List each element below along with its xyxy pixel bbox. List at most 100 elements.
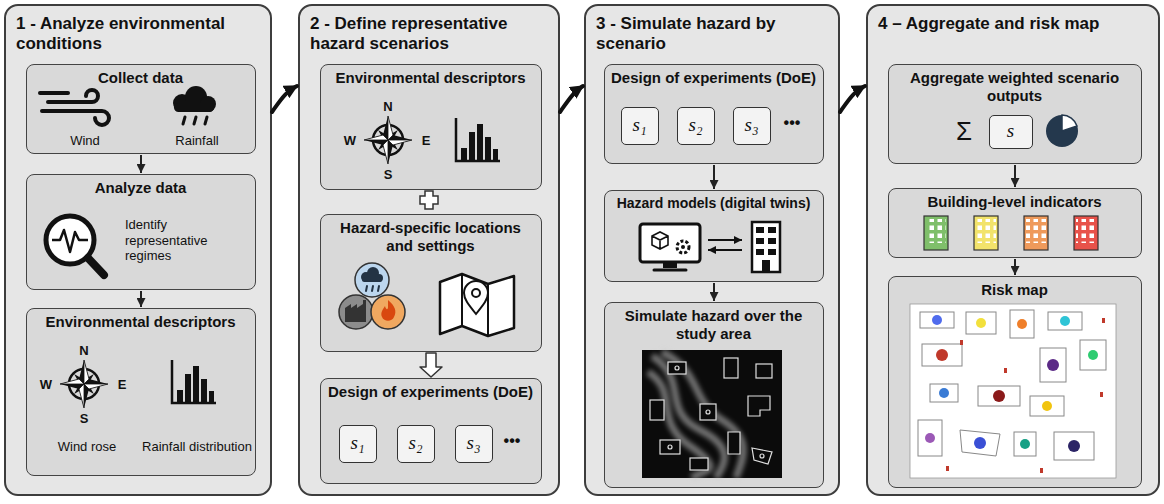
risk-map-image [1010,310,1034,338]
digital-twin-icon [756,227,764,233]
stage-panel: 2 - Define representative hazard scenari… [298,4,560,496]
risk-map-image [1100,392,1103,397]
scenario-box: s₂ [677,107,715,145]
compass-letter: E [422,134,431,147]
building-indicators [974,216,998,250]
hazard-icons [381,300,395,321]
hazard-icons [366,286,379,291]
flow-arrow [1014,259,1016,275]
simulation-image [648,372,710,478]
risk-map-image [1068,440,1080,452]
box-heading: Environmental descriptors [326,69,535,87]
weights-pie [1046,115,1078,147]
risk-map-image [1042,401,1052,411]
flow-arrow [140,291,142,307]
panel-title: 1 - Analyze environmental conditions [16,14,260,55]
digital-twin-icon [756,238,764,244]
risk-map-image [946,466,949,471]
building-indicators [1024,216,1048,250]
simulation-image [752,448,772,464]
flow-arrow [272,86,297,112]
scenario-label: s [990,120,1031,143]
flow-arrow [140,155,142,173]
flow-arrow [560,86,583,112]
risk-map-image [1088,350,1098,360]
map-icon [472,289,480,297]
simulation-image [724,358,738,378]
digital-twin-icon [752,222,780,272]
risk-map-image [1004,368,1007,373]
scenario-box: s₁ [339,425,377,463]
wind-icon [40,90,109,125]
wind-icon [42,111,109,125]
compass-letter: S [384,168,393,181]
simulation-image [756,364,772,378]
digital-twin-icon [652,232,668,249]
building-indicators [926,219,946,243]
simulation-image [748,396,770,416]
compass-letter: E [118,378,127,391]
risk-map-image [1080,340,1106,370]
map-icon [464,281,488,314]
digital-twin-icon [768,249,776,255]
map-icon [462,274,488,336]
risk-map-image [960,340,963,345]
digital-twin-icon [756,249,764,255]
building-indicators [1074,216,1098,250]
digital-twin-icon [768,227,776,233]
risk-map-image [918,420,942,456]
risk-map-image [993,390,1005,402]
hazard-icons [339,295,373,329]
digital-twin-icon [677,241,689,253]
risk-map-image [976,318,986,328]
box-heading: Aggregate weighted scenario outputs [894,69,1135,105]
simulation-image [668,445,672,449]
box-heading: Hazard-specific locations and settings [326,219,535,255]
risk-map-image [922,344,962,366]
box-heading: Hazard models (digital twins) [610,195,817,212]
scenario-label: s₂ [398,432,433,455]
compass-letter: W [344,134,356,147]
simulation-image [706,410,710,414]
box-heading: Simulate hazard over the study area [610,307,817,343]
magnifier-icon [52,230,88,252]
step-box: Design of experiments (DoE)s₁s₂s₃ [320,378,542,484]
icon-caption: Wind rose [37,439,137,455]
risk-map-image [978,386,1020,406]
weights-pie [1062,115,1077,131]
plus-sign [420,191,438,209]
wind-rose-icon [60,360,108,408]
map-icon [440,274,514,336]
building-indicators [924,216,1098,250]
icon-caption: Wind [45,133,125,149]
simulation-image [650,358,772,470]
digital-twin-icon [640,224,700,262]
icon-caption: Rainfall [155,133,239,149]
scenario-label: s₃ [734,114,769,137]
weights-pie [1046,115,1078,147]
step-box: Environmental descriptorsWind roseRainfa… [26,308,256,476]
box-note: Identify representative regimes [125,217,249,264]
risk-map-image [1102,318,1105,323]
rainfall-chart-icon [456,118,500,161]
box-heading: Building-level indicators [894,193,1135,211]
digital-twin-icon [681,245,685,249]
risk-map-image [1030,396,1064,416]
step-box: Design of experiments (DoE)s₁s₂s₃ [604,64,824,164]
risk-map-image [1040,348,1066,382]
magnifier-icon [46,216,104,275]
risk-map-image [1048,312,1082,330]
hazard-icons [345,300,366,322]
wind-icon [40,91,68,95]
digital-twin-icon [640,222,780,272]
risk-map-image [925,433,935,443]
flow-arrow [713,165,715,189]
box-heading: Design of experiments (DoE) [610,69,817,87]
simulation-image [700,404,716,420]
risk-map-image [910,304,1116,478]
digital-twin-icon [663,262,677,268]
digital-twin-icon [708,249,742,251]
simulation-image [760,454,764,458]
risk-map-image [1054,432,1094,460]
simulation-image [642,350,782,478]
